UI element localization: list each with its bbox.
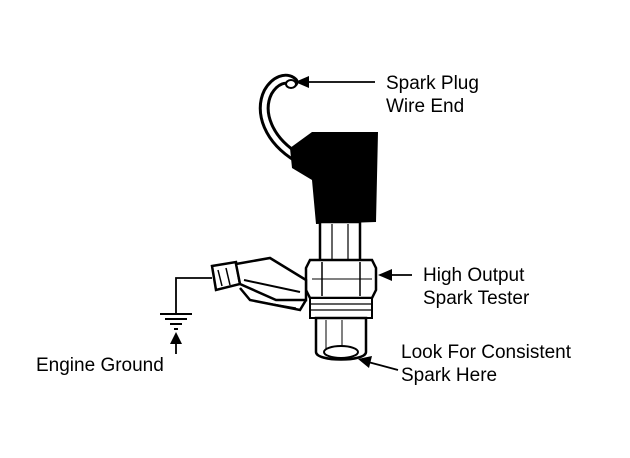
wire-boot (290, 132, 378, 224)
thread-bands (309, 297, 373, 319)
ground-clip (210, 256, 308, 312)
spark-plug-wire-end-hook (258, 73, 304, 164)
tester-shaft (318, 220, 362, 264)
label-spark-plug-wire-end: Spark Plug Wire End (386, 72, 479, 118)
label-line: Spark Plug (386, 73, 479, 94)
label-line: Spark Tester (423, 288, 530, 309)
label-high-output-spark-tester: High Output Spark Tester (423, 264, 529, 310)
label-line: Look For Consistent (401, 342, 572, 363)
label-engine-ground: Engine Ground (36, 355, 164, 376)
leader-arrows (170, 76, 412, 371)
label-line: Spark Here (401, 365, 498, 386)
ground-wire (160, 277, 212, 330)
label-line: High Output (423, 265, 525, 286)
label-line: Wire End (386, 96, 465, 117)
tester-barrel (314, 316, 368, 361)
label-look-for-consistent-spark: Look For Consistent Spark Here (401, 341, 571, 387)
hex-nut (304, 258, 378, 300)
